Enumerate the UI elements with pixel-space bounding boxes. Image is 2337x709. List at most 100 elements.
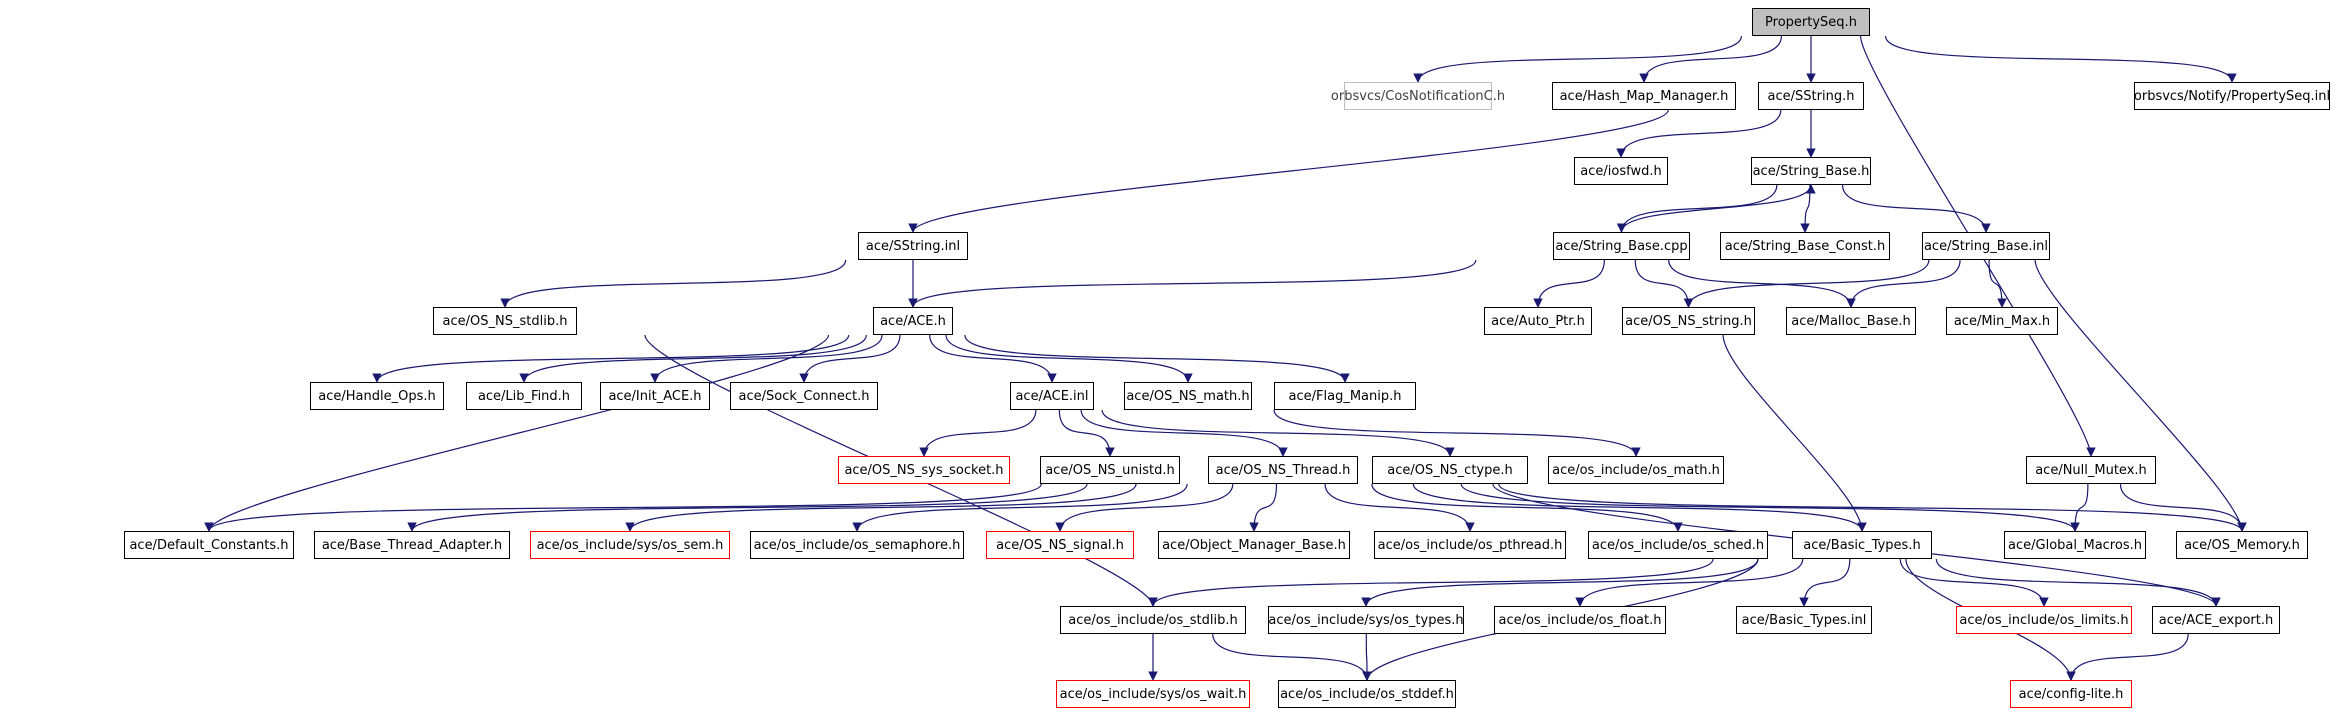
edge-strbaseinl-minmax (1988, 259, 2007, 308)
edge-osthread-basictypes (1412, 483, 1867, 532)
node-ossemaphore[interactable]: ace/os_include/os_semaphore.h (750, 531, 964, 559)
node-libfind[interactable]: ace/Lib_Find.h (466, 382, 582, 410)
edge-osincstdlib-osstddef (1212, 633, 1372, 681)
node-flagmanip[interactable]: ace/Flag_Manip.h (1274, 382, 1416, 410)
edge-strbase-strconst (1800, 184, 1811, 233)
node-aceexport[interactable]: ace/ACE_export.h (2152, 606, 2280, 634)
edge-strbase-strbaseinl (1841, 184, 1991, 233)
edge-osstring-basictypes (1722, 334, 1867, 532)
edge-osthread-ospthread (1324, 483, 1475, 532)
node-nullmutex[interactable]: ace/Null_Mutex.h (2026, 456, 2156, 484)
edge-root-propinl (1884, 35, 2237, 83)
node-osctype[interactable]: ace/OS_NS_ctype.h (1372, 456, 1528, 484)
node-hashmap[interactable]: ace/Hash_Map_Manager.h (1552, 82, 1736, 110)
edge-strbasecpp-malloc (1668, 259, 1856, 308)
node-globalmacros[interactable]: ace/Global_Macros.h (2004, 531, 2146, 559)
node-objmgr[interactable]: ace/Object_Manager_Base.h (1158, 531, 1350, 559)
edge-osthread-objmgr (1249, 483, 1278, 532)
node-propinl[interactable]: orbsvcs/Notify/PropertySeq.inl (2134, 82, 2330, 110)
edge-basictypes-osincstdlib (1148, 558, 1714, 607)
node-osstring[interactable]: ace/OS_NS_string.h (1622, 307, 1755, 335)
node-strconst[interactable]: ace/String_Base_Const.h (1720, 232, 1890, 260)
edge-strbasecpp-osstring (1634, 259, 1694, 308)
node-ossocket[interactable]: ace/OS_NS_sys_socket.h (838, 456, 1010, 484)
edge-strbasecpp-autoptr (1533, 259, 1605, 308)
node-sstrinl[interactable]: ace/SString.inl (858, 232, 968, 260)
node-cosnotif[interactable]: orbsvcs/CosNotificationC.h (1331, 82, 1505, 110)
edge-aceh-initace (650, 334, 883, 383)
node-ospthread[interactable]: ace/os_include/os_pthread.h (1374, 531, 1566, 559)
edge-aceinl-osunistd (1058, 409, 1115, 457)
node-osstddef[interactable]: ace/os_include/os_stddef.h (1278, 680, 1456, 708)
node-malloc[interactable]: ace/Malloc_Base.h (1786, 307, 1916, 335)
edge-strbaseinl-osstring (1683, 259, 1930, 308)
node-defconst[interactable]: ace/Default_Constants.h (124, 531, 294, 559)
node-minmax[interactable]: ace/Min_Max.h (1946, 307, 2058, 335)
node-osthread[interactable]: ace/OS_NS_Thread.h (1208, 456, 1358, 484)
node-basictypes[interactable]: ace/Basic_Types.h (1792, 531, 1932, 559)
edge-root-cosnotif (1413, 35, 1743, 83)
edge-osthread-osmemory (1498, 483, 2247, 532)
node-osmemory[interactable]: ace/OS_Memory.h (2176, 531, 2308, 559)
edge-strbasecpp-aceh (908, 259, 1477, 308)
edge-basictypes-osfloat (1575, 558, 1804, 607)
node-basictypesinl[interactable]: ace/Basic_Types.inl (1736, 606, 1872, 634)
edge-sstring-sstrinl (908, 109, 1669, 233)
node-sstring[interactable]: ace/SString.h (1758, 82, 1864, 110)
edge-basictypes-basictypesinl (1799, 558, 1851, 607)
node-osmath[interactable]: ace/OS_NS_math.h (1124, 382, 1252, 410)
edge-strbase-strbasecpp (1616, 184, 1778, 233)
edge-aceh-osmath (945, 334, 1193, 383)
node-sockconn[interactable]: ace/Sock_Connect.h (730, 382, 878, 410)
node-ossched[interactable]: ace/os_include/os_sched.h (1588, 531, 1768, 559)
node-basethread[interactable]: ace/Base_Thread_Adapter.h (314, 531, 510, 559)
edge-root-hashmap (1639, 35, 1783, 83)
node-strbasecpp[interactable]: ace/String_Base.cpp (1553, 232, 1690, 260)
node-oswait[interactable]: ace/os_include/sys/os_wait.h (1056, 680, 1250, 708)
edge-osthread-ossched (1371, 483, 1683, 532)
node-aceh[interactable]: ace/ACE.h (873, 307, 953, 335)
edge-aceinl-osctype (1101, 409, 1455, 457)
node-autoptr[interactable]: ace/Auto_Ptr.h (1484, 307, 1592, 335)
edge-sstrinl-osstdlib (500, 259, 847, 308)
edge-osthread-ossignal (1055, 483, 1234, 532)
edge-aceh-flagmanip (964, 334, 1350, 383)
edge-nullmutex-osmemory (2119, 483, 2247, 532)
node-osincstdlib[interactable]: ace/os_include/os_stdlib.h (1060, 606, 1246, 634)
node-strbase[interactable]: ace/String_Base.h (1751, 157, 1871, 185)
edge-osthread-ossemaphore (852, 483, 1188, 532)
edge-aceh-libfind (519, 334, 867, 383)
node-iosfwd[interactable]: ace/iosfwd.h (1574, 157, 1668, 185)
edge-osthread-basethread (407, 483, 1088, 532)
edge-aceh-sockconn (799, 334, 901, 383)
edge-aceexport-configlite (2066, 633, 2189, 681)
edge-osthread-defconst (204, 483, 1042, 532)
edge-nullmutex-globalmacros (2070, 483, 2089, 532)
node-strbaseinl[interactable]: ace/String_Base.inl (1922, 232, 2050, 260)
node-configlite[interactable]: ace/config-lite.h (2010, 680, 2132, 708)
node-initace[interactable]: ace/Init_ACE.h (600, 382, 710, 410)
node-aceinl[interactable]: ace/ACE.inl (1010, 382, 1094, 410)
edge-aceh-handleops (372, 334, 850, 383)
edge-ostypes-osstddef (1362, 633, 1372, 681)
edges (204, 35, 2247, 681)
edge-aceh-defconst (204, 334, 830, 532)
edge-basictypes-aceexport (1935, 558, 2221, 607)
edge-aceh-aceinl (929, 334, 1057, 383)
node-osincmath[interactable]: ace/os_include/os_math.h (1548, 456, 1724, 484)
edge-basictypes-ostypes (1361, 558, 1759, 607)
edge-osthread-globalmacros (1460, 483, 2080, 532)
node-osfloat[interactable]: ace/os_include/os_float.h (1494, 606, 1666, 634)
node-handleops[interactable]: ace/Handle_Ops.h (310, 382, 444, 410)
node-ostypes[interactable]: ace/os_include/sys/os_types.h (1268, 606, 1464, 634)
node-osunistd[interactable]: ace/OS_NS_unistd.h (1040, 456, 1180, 484)
edge-strbaseinl-osmemory (2034, 259, 2247, 532)
node-oslimits[interactable]: ace/os_include/os_limits.h (1956, 606, 2132, 634)
node-ossem[interactable]: ace/os_include/sys/os_sem.h (530, 531, 730, 559)
edge-basictypes-oslimits (1899, 558, 2049, 607)
node-ossignal[interactable]: ace/OS_NS_signal.h (986, 531, 1134, 559)
node-osstdlib[interactable]: ace/OS_NS_stdlib.h (433, 307, 577, 335)
edge-strbasecpp-strbase (1620, 184, 1816, 233)
edge-aceinl-ossocket (919, 409, 1037, 457)
